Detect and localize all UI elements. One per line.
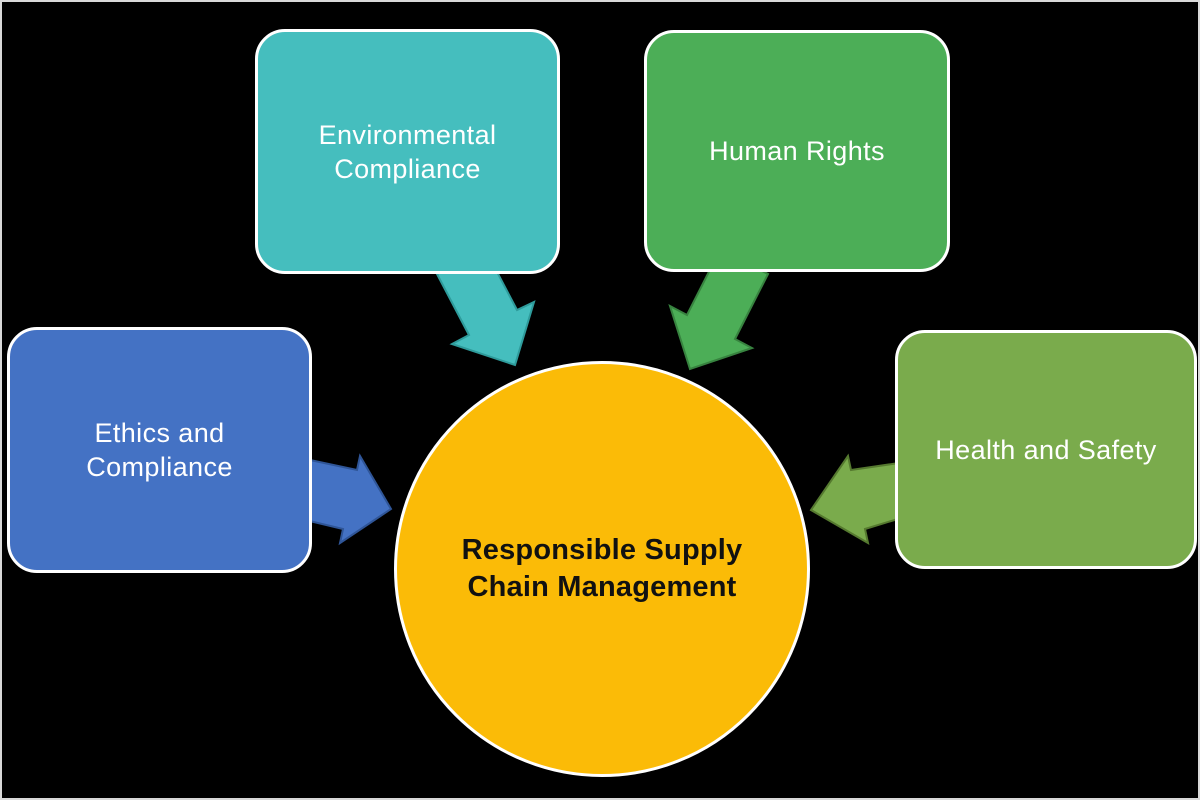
center-circle-responsible-supply-chain: Responsible Supply Chain Management bbox=[394, 361, 810, 777]
center-circle-label: Responsible Supply Chain Management bbox=[461, 534, 743, 603]
node-environmental-compliance: Environmental Compliance bbox=[255, 29, 560, 274]
node-health-and-safety-label: Health and Safety bbox=[935, 434, 1157, 465]
node-ethics-and-compliance-label: Ethics and Compliance bbox=[86, 418, 233, 482]
arrow-health-safety-to-center bbox=[809, 453, 913, 545]
node-human-rights: Human Rights bbox=[644, 30, 950, 272]
arrow-environmental-to-center bbox=[435, 247, 536, 367]
node-human-rights-label: Human Rights bbox=[709, 136, 885, 166]
node-environmental-compliance-label: Environmental Compliance bbox=[318, 119, 497, 184]
node-ethics-and-compliance: Ethics and Compliance bbox=[7, 327, 312, 573]
node-health-and-safety: Health and Safety bbox=[895, 330, 1197, 569]
